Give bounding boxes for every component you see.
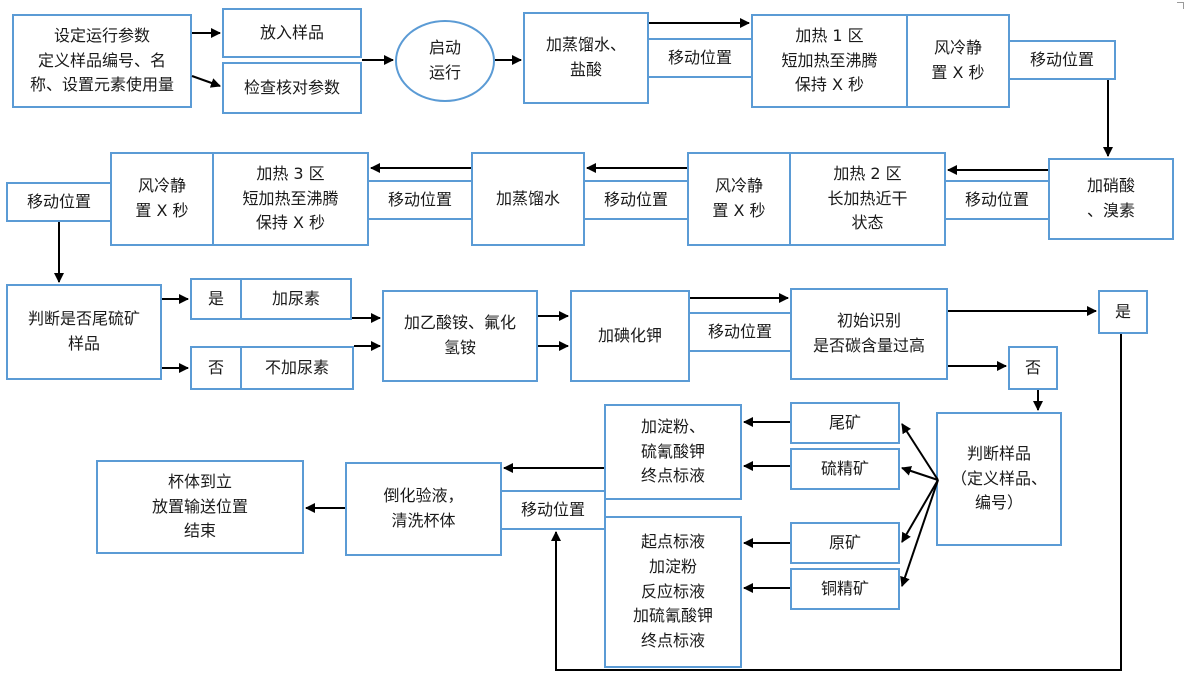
- arrow-judge-to-tailing: [901, 423, 939, 481]
- corner-mark: [1177, 2, 1184, 9]
- node-yes-1: 是: [190, 278, 242, 320]
- node-yes-2: 是: [1098, 290, 1148, 334]
- node-add-nitric-bromine: 加硝酸 、溴素: [1048, 158, 1174, 240]
- node-finish: 杯体到立 放置输送位置 结束: [96, 460, 304, 554]
- node-copper-conc: 铜精矿: [790, 568, 900, 610]
- node-no-1: 否: [190, 346, 242, 390]
- node-put-sample: 放入样品: [222, 8, 362, 58]
- node-add-ammonium: 加乙酸铵、氟化 氢铵: [382, 290, 538, 382]
- node-sulfur-conc: 硫精矿: [790, 448, 900, 490]
- node-check-params: 检查核对参数: [222, 62, 362, 114]
- node-judge-tailing: 判断是否尾硫矿 样品: [6, 284, 162, 380]
- node-add-water-hcl: 加蒸馏水、 盐酸: [523, 12, 649, 104]
- arrow-setup-to-check: [191, 75, 221, 88]
- node-air-cool-2: 风冷静 置 X 秒: [687, 152, 791, 246]
- node-add-urea: 加尿素: [240, 278, 352, 320]
- node-setup-params: 设定运行参数 定义样品编号、名 称、设置元素使用量: [12, 14, 192, 108]
- node-tailing: 尾矿: [790, 402, 900, 444]
- node-move-3: 移动位置: [944, 180, 1050, 220]
- node-judge-sample: 判断样品 （定义样品、 编号）: [936, 412, 1062, 546]
- arrow-judge-to-copper: [900, 479, 939, 587]
- node-starch-thio: 加淀粉、 硫氰酸钾 终点标液: [604, 404, 742, 500]
- node-move-8: 移动位置: [500, 490, 606, 530]
- arrow-judge-to-raw: [901, 479, 939, 543]
- node-pour-clean: 倒化验液， 清洗杯体: [345, 462, 502, 556]
- node-heat-zone1: 加热 1 区 短加热至沸腾 保持 X 秒: [751, 14, 908, 108]
- node-move-4: 移动位置: [583, 180, 689, 220]
- node-add-water: 加蒸馏水: [471, 152, 585, 246]
- node-move-7: 移动位置: [688, 312, 792, 352]
- node-air-cool-3: 风冷静 置 X 秒: [110, 152, 214, 246]
- node-no-2: 否: [1008, 346, 1058, 390]
- node-air-cool-1: 风冷静 置 X 秒: [906, 14, 1010, 108]
- node-add-ki: 加碘化钾: [570, 290, 690, 382]
- node-heat-zone2: 加热 2 区 长加热近干 状态: [789, 152, 946, 246]
- node-raw-ore: 原矿: [790, 522, 900, 564]
- node-start-run: 启动 运行: [395, 20, 495, 102]
- node-move-6: 移动位置: [6, 182, 112, 222]
- node-heat-zone3: 加热 3 区 短加热至沸腾 保持 X 秒: [212, 152, 369, 246]
- arrow-judge-to-sulfur: [901, 466, 939, 481]
- node-initial-identify: 初始识别 是否碳含量过高: [790, 288, 948, 380]
- node-move-5: 移动位置: [367, 180, 473, 220]
- node-move-2: 移动位置: [1008, 40, 1116, 80]
- node-no-urea: 不加尿素: [240, 346, 354, 390]
- node-titration-steps: 起点标液 加淀粉 反应标液 加硫氰酸钾 终点标液: [604, 516, 742, 668]
- node-move-1: 移动位置: [647, 38, 753, 78]
